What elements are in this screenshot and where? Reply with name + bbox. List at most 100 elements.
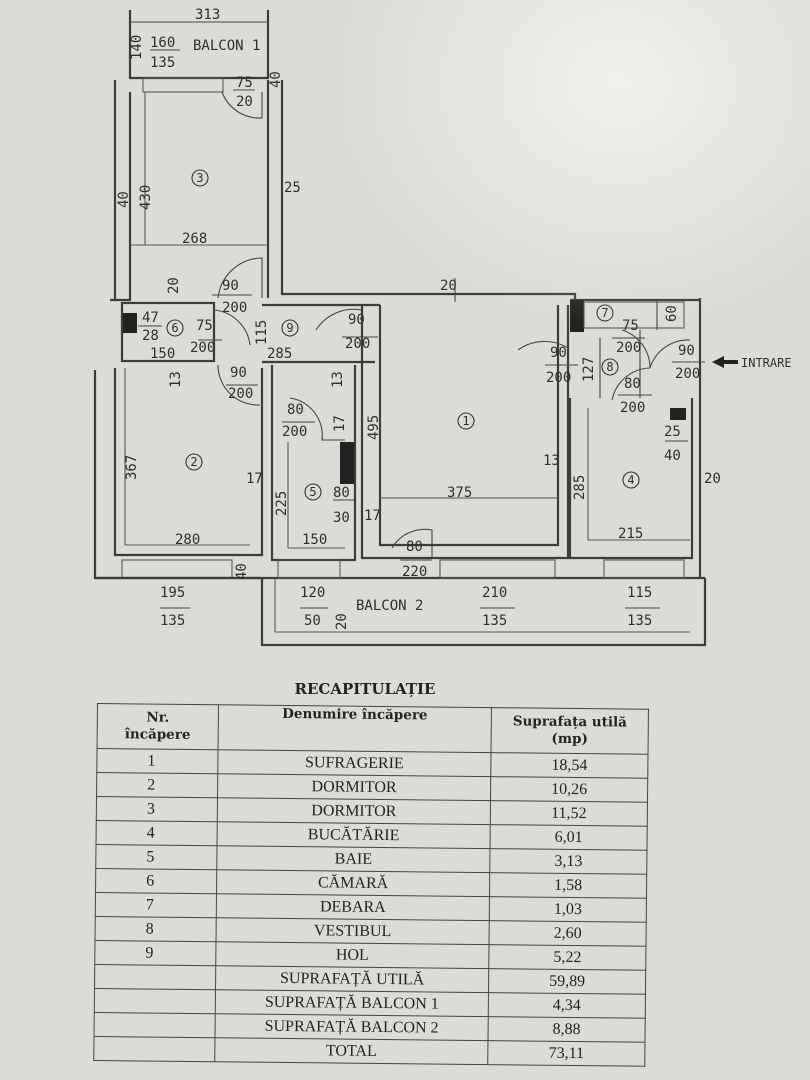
entrance-label: INTRARE [741,356,792,370]
balcony-1-dim-top: 160 [150,35,175,51]
row-room-name: SUPRAFAȚĂ BALCON 2 [215,1013,489,1041]
room-4-dim-top: 25 [664,424,681,440]
wall-dim-17-a: 17 [332,415,348,432]
window-dim-top: 75 [236,75,253,91]
room-5-dim-bottom: 30 [333,510,350,526]
row-area: 4,34 [488,992,646,1019]
row-room-name: BUCĂTĂRIE [217,821,491,849]
balcony-2-dim-4-bottom: 135 [627,613,652,629]
wall-dim-20-a: 20 [440,278,457,294]
row-number [94,964,216,990]
room-1-height: 495 [366,415,382,440]
door-dim-top-2: 90 [222,278,239,294]
row-room-name: CĂMARĂ [216,869,490,897]
room-5-door-bottom: 200 [282,424,307,440]
room-8-dim: 127 [581,357,597,382]
row-number: 4 [96,820,218,846]
room-7-door-top: 75 [622,318,639,334]
row-number: 8 [95,916,217,942]
room-3-number: 3 [196,171,203,185]
header-room-number: Nr. încăpere [97,703,219,750]
row-number: 2 [96,772,218,798]
room-7-dim: 60 [664,305,680,322]
arrow-left-icon [712,356,738,368]
row-area: 1,03 [489,896,647,923]
row-area: 10,26 [490,776,648,803]
balcony-2-dim-1-top: 195 [160,585,185,601]
row-number: 5 [95,844,218,870]
room-5-door-top: 80 [287,402,304,418]
row-area: 73,11 [487,1040,645,1067]
room-7-door-bottom: 200 [616,340,641,356]
vestibule-door-bottom: 200 [546,370,571,386]
room-4-width: 215 [618,526,643,542]
balcony-2-dim-2-top: 120 [300,585,325,601]
room-2-height: 367 [124,455,140,480]
wall-dim-40-a: 40 [268,71,284,88]
door-dim-top-3: 75 [196,318,213,334]
vestibule-door-top: 90 [550,345,567,361]
room-3-height: 430 [138,185,154,210]
balcony-2-dim-1-bottom: 135 [160,613,185,629]
row-room-name: VESTIBUL [216,917,490,945]
balcony-1-label: BALCON 1 [193,38,260,54]
row-number: 9 [94,940,217,966]
balcony-2-label: BALCON 2 [356,598,423,614]
wall-dim-13-b: 13 [330,371,346,388]
row-room-name: DEBARA [216,893,490,921]
wall-dim-40-b: 40 [116,191,132,208]
door-dim-bottom-2: 200 [222,300,247,316]
room-5-dim-top: 80 [333,485,350,501]
room-2-width: 280 [175,532,200,548]
room-6-dim-bottom: 28 [142,328,159,344]
row-room-name: DORMITOR [217,773,491,801]
row-number: 6 [95,868,217,894]
row-area: 2,60 [488,920,647,947]
row-room-name: BAIE [216,845,490,873]
kitchen-door-bottom: 200 [620,400,645,416]
header-area: Suprafața utilă (mp) [491,707,649,755]
wall-dim-13-a: 13 [168,371,184,388]
room-3-width: 268 [182,231,207,247]
row-area: 59,89 [488,968,646,995]
table-header-row: Nr. încăpere Denumire încăpere Suprafața… [97,703,649,755]
balcony-2-dim-2-bottom: 50 [304,613,321,629]
row-number: 3 [96,796,218,822]
balcony-1-width: 313 [195,7,220,23]
balcony-door-bottom: 220 [402,564,427,580]
window-dim-bottom: 20 [236,94,253,110]
dimension-labels: 313 140 160 135 BALCON 1 75 20 40 40 430… [116,7,721,630]
wall-dim-13-c: 13 [543,453,560,469]
row-number: 7 [95,892,217,918]
row-area: 18,54 [490,752,648,779]
row-area: 11,52 [490,800,648,827]
balcony-2-dim-3-top: 210 [482,585,507,601]
room-4-dim-bottom: 40 [664,448,681,464]
balcony-2-dim-4-top: 115 [627,585,652,601]
entrance-door-top: 90 [678,343,695,359]
room-5-width: 150 [302,532,327,548]
room-5-number: 5 [309,485,316,499]
room-9-depth: 115 [254,320,270,345]
room-4-number: 4 [627,473,634,487]
door-dim-top-5: 90 [230,365,247,381]
walls [93,10,707,647]
room-7-number: 7 [601,306,608,320]
room-6-width: 150 [150,346,175,362]
room-2-number: 2 [190,455,197,469]
row-number [93,1036,216,1062]
balcony-1-dim-bottom: 135 [150,55,175,71]
wall-dim-20-b: 20 [166,277,182,294]
row-area: 6,01 [489,824,648,851]
balcony-2-wall: 20 [334,613,350,630]
recap-title: RECAPITULAȚIE [294,680,436,698]
room-6-dim-top: 47 [142,310,159,326]
wall-dim-20-c: 20 [704,471,721,487]
row-room-name: SUFRAGERIE [217,749,492,777]
row-room-name: SUPRAFAȚĂ UTILĂ [215,965,489,993]
wall-dim-17-c: 17 [364,508,381,524]
balcony-door-top: 80 [406,539,423,555]
header-room-name: Denumire încăpere [218,704,492,753]
row-room-name: DORMITOR [217,797,491,825]
